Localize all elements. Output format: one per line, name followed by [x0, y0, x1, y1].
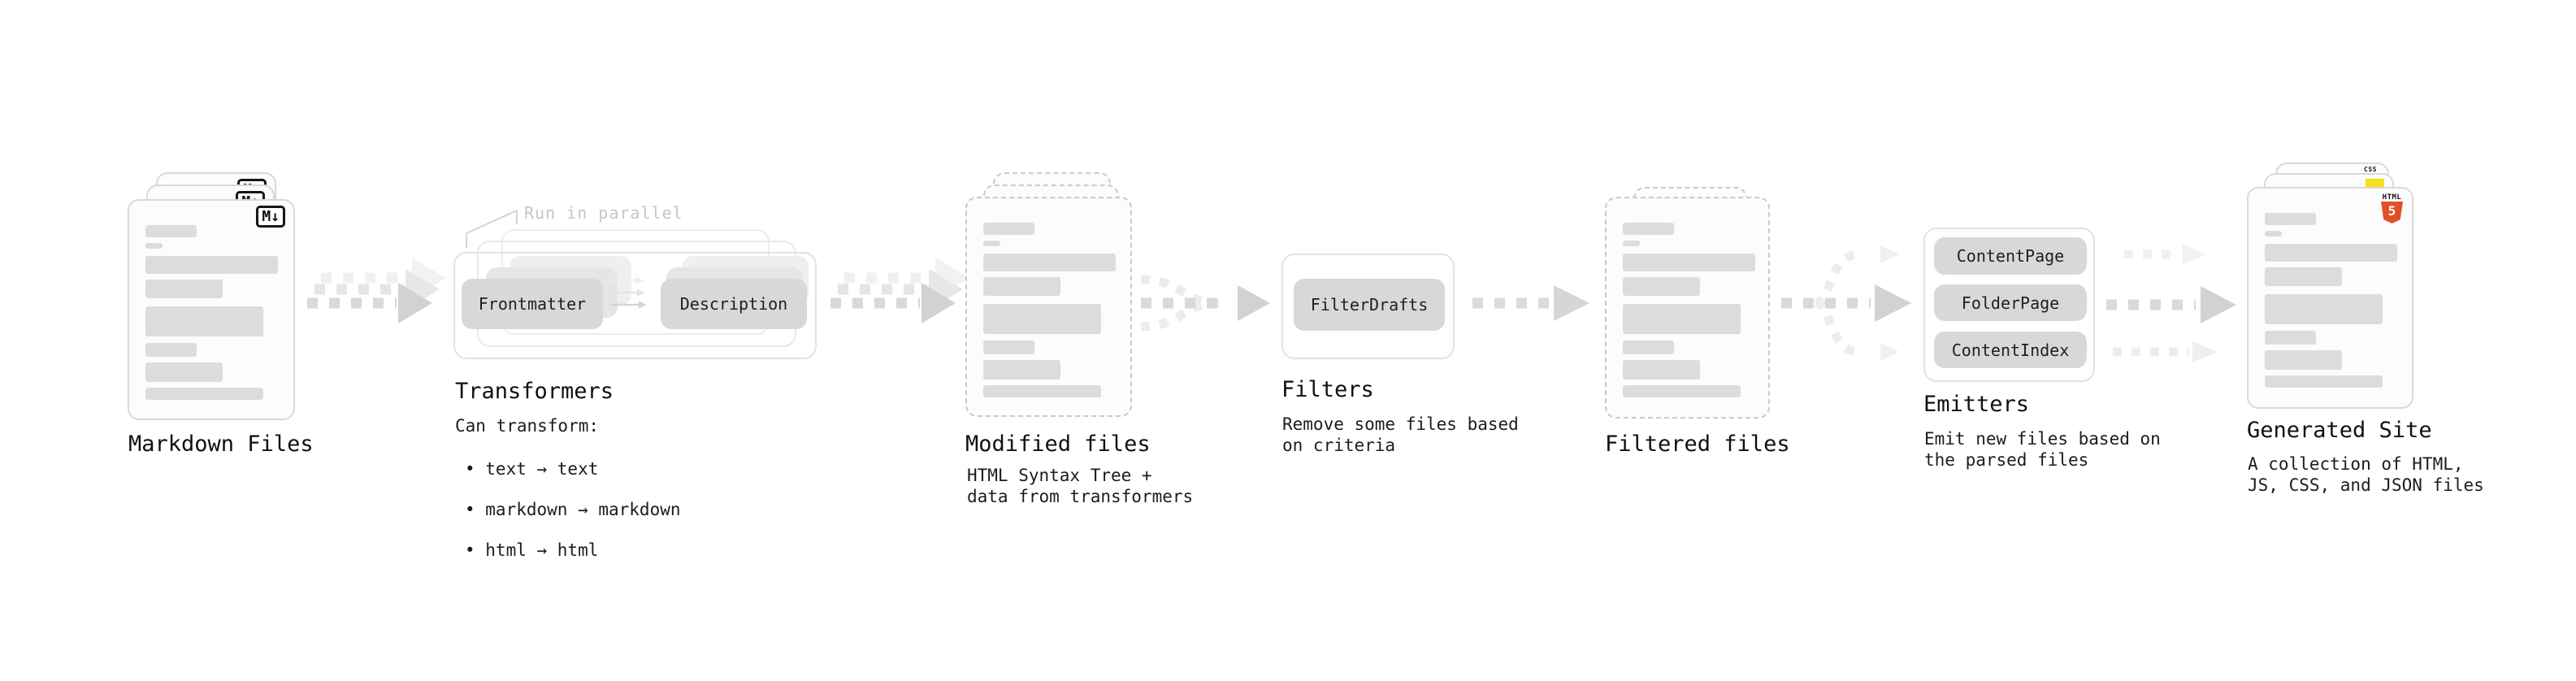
flow-arrow-emitters-to-generated: [2106, 244, 2236, 362]
doc-card-front: M↓: [128, 199, 295, 420]
content-bar: [2265, 294, 2383, 324]
javascript-icon: [2366, 179, 2384, 189]
content-bar: [983, 385, 1101, 397]
content-bar: [145, 388, 263, 400]
content-bar: [983, 340, 1034, 354]
flow-arrow-transformers-to-modified: [830, 258, 969, 323]
content-bar: [983, 254, 1116, 271]
html5-icon: HTML 5: [2381, 193, 2403, 223]
flow-arrow-filters-to-filtered: [1472, 285, 1589, 321]
content-bar: [1623, 241, 1640, 246]
content-bar: [1623, 304, 1741, 334]
stage-label-filters: Filters: [1281, 377, 1374, 402]
modified-files-desc: HTML Syntax Tree + data from transformer…: [967, 466, 1194, 506]
content-bar: [2265, 244, 2397, 262]
emitters-frame: [1923, 228, 2095, 382]
doc-card-front: HTML 5: [2247, 187, 2413, 409]
content-bar: [145, 243, 163, 249]
filter-pill-filterdrafts: FilterDrafts: [1294, 279, 1445, 331]
content-bar: [1623, 223, 1674, 235]
content-bar: [1623, 360, 1700, 380]
content-bar: [1623, 385, 1741, 397]
transformers-bullet-list: • text → text • markdown → markdown • ht…: [465, 439, 681, 581]
content-bar: [1623, 277, 1700, 296]
stage-label-transformers: Transformers: [455, 379, 614, 404]
emitter-pill-folderpage: FolderPage: [1934, 284, 2087, 321]
stage-label-modified-files: Modified files: [965, 432, 1151, 457]
emitters-desc: Emit new files based on the parsed files: [1924, 429, 2161, 470]
content-bar: [2265, 350, 2342, 370]
doc-card-front: [1605, 197, 1770, 419]
content-bar: [145, 362, 223, 382]
stage-label-markdown-files: Markdown Files: [128, 432, 314, 457]
content-bar: [145, 256, 278, 274]
content-bar: [983, 360, 1060, 380]
filters-frame: [1281, 254, 1455, 359]
flow-arrow-markdown-to-transformers: [307, 258, 446, 323]
content-bar: [145, 343, 197, 357]
note-connector-line: [466, 210, 518, 248]
transformers-desc-title: Can transform:: [455, 416, 600, 436]
emitter-pill-contentpage: ContentPage: [1934, 237, 2087, 275]
content-bar: [983, 241, 1000, 246]
content-bar: [983, 277, 1060, 296]
run-in-parallel-note: Run in parallel: [524, 203, 683, 223]
transformer-pill-frontmatter: Frontmatter: [462, 279, 603, 329]
bullet-item: • text → text: [465, 459, 599, 479]
bullet-item: • html → html: [465, 540, 599, 560]
content-bar: [983, 223, 1034, 235]
content-bar: [2265, 331, 2316, 345]
content-bar: [2265, 213, 2316, 225]
doc-card-front: [965, 197, 1132, 417]
emitter-pill-contentindex: ContentIndex: [1934, 332, 2087, 368]
content-bar: [145, 280, 223, 298]
flow-arrow-filtered-to-emitters: [1781, 245, 1911, 361]
stage-label-emitters: Emitters: [1923, 392, 2030, 417]
content-bar: [1623, 254, 1755, 271]
transformer-frame-front: [453, 252, 817, 359]
markdown-icon: M↓: [256, 206, 285, 228]
content-bar: [145, 225, 197, 237]
parallel-arrows: [611, 276, 647, 309]
transformer-pill-description: Description: [661, 279, 807, 329]
content-bar: [2265, 267, 2342, 286]
content-bar: [2265, 231, 2282, 236]
content-bar: [1623, 340, 1674, 354]
generated-site-desc: A collection of HTML, JS, CSS, and JSON …: [2248, 454, 2484, 495]
content-bar: [145, 306, 263, 336]
bullet-item: • markdown → markdown: [465, 500, 681, 519]
stage-label-generated-site: Generated Site: [2247, 418, 2432, 443]
stage-label-filtered-files: Filtered files: [1605, 432, 1790, 457]
content-bar: [983, 304, 1101, 334]
filters-desc: Remove some files based on criteria: [1282, 414, 1519, 455]
content-bar: [2265, 375, 2383, 388]
flow-arrow-modified-to-filters: [1140, 275, 1270, 332]
